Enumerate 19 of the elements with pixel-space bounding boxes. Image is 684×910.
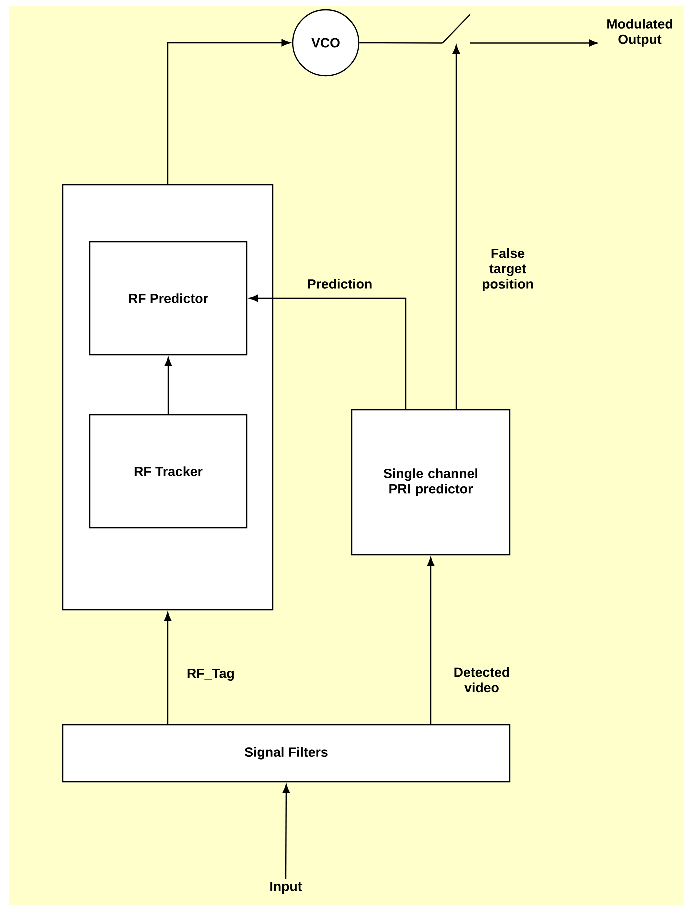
arrow (164, 357, 172, 414)
arrow (452, 45, 460, 410)
arrow (427, 557, 435, 724)
edge-label: Detected video (454, 667, 510, 693)
edge-label: RF_Tag (188, 669, 234, 681)
process-box: RF Tracker (89, 414, 248, 529)
text-label: Input (270, 882, 302, 894)
text-label: Modulated Output (608, 19, 672, 47)
arrow (282, 784, 290, 880)
arrow (470, 40, 598, 47)
edge-label: Prediction (308, 279, 372, 289)
process-box: Single channel PRI predictor (351, 409, 511, 556)
arrow (167, 39, 291, 184)
process-box: Signal Filters (62, 724, 511, 783)
process-box: RF Predictor (89, 241, 248, 356)
arrow (164, 612, 172, 724)
edge-label: False target position (482, 248, 534, 292)
arrow (249, 294, 407, 410)
switch-symbol (442, 14, 471, 44)
